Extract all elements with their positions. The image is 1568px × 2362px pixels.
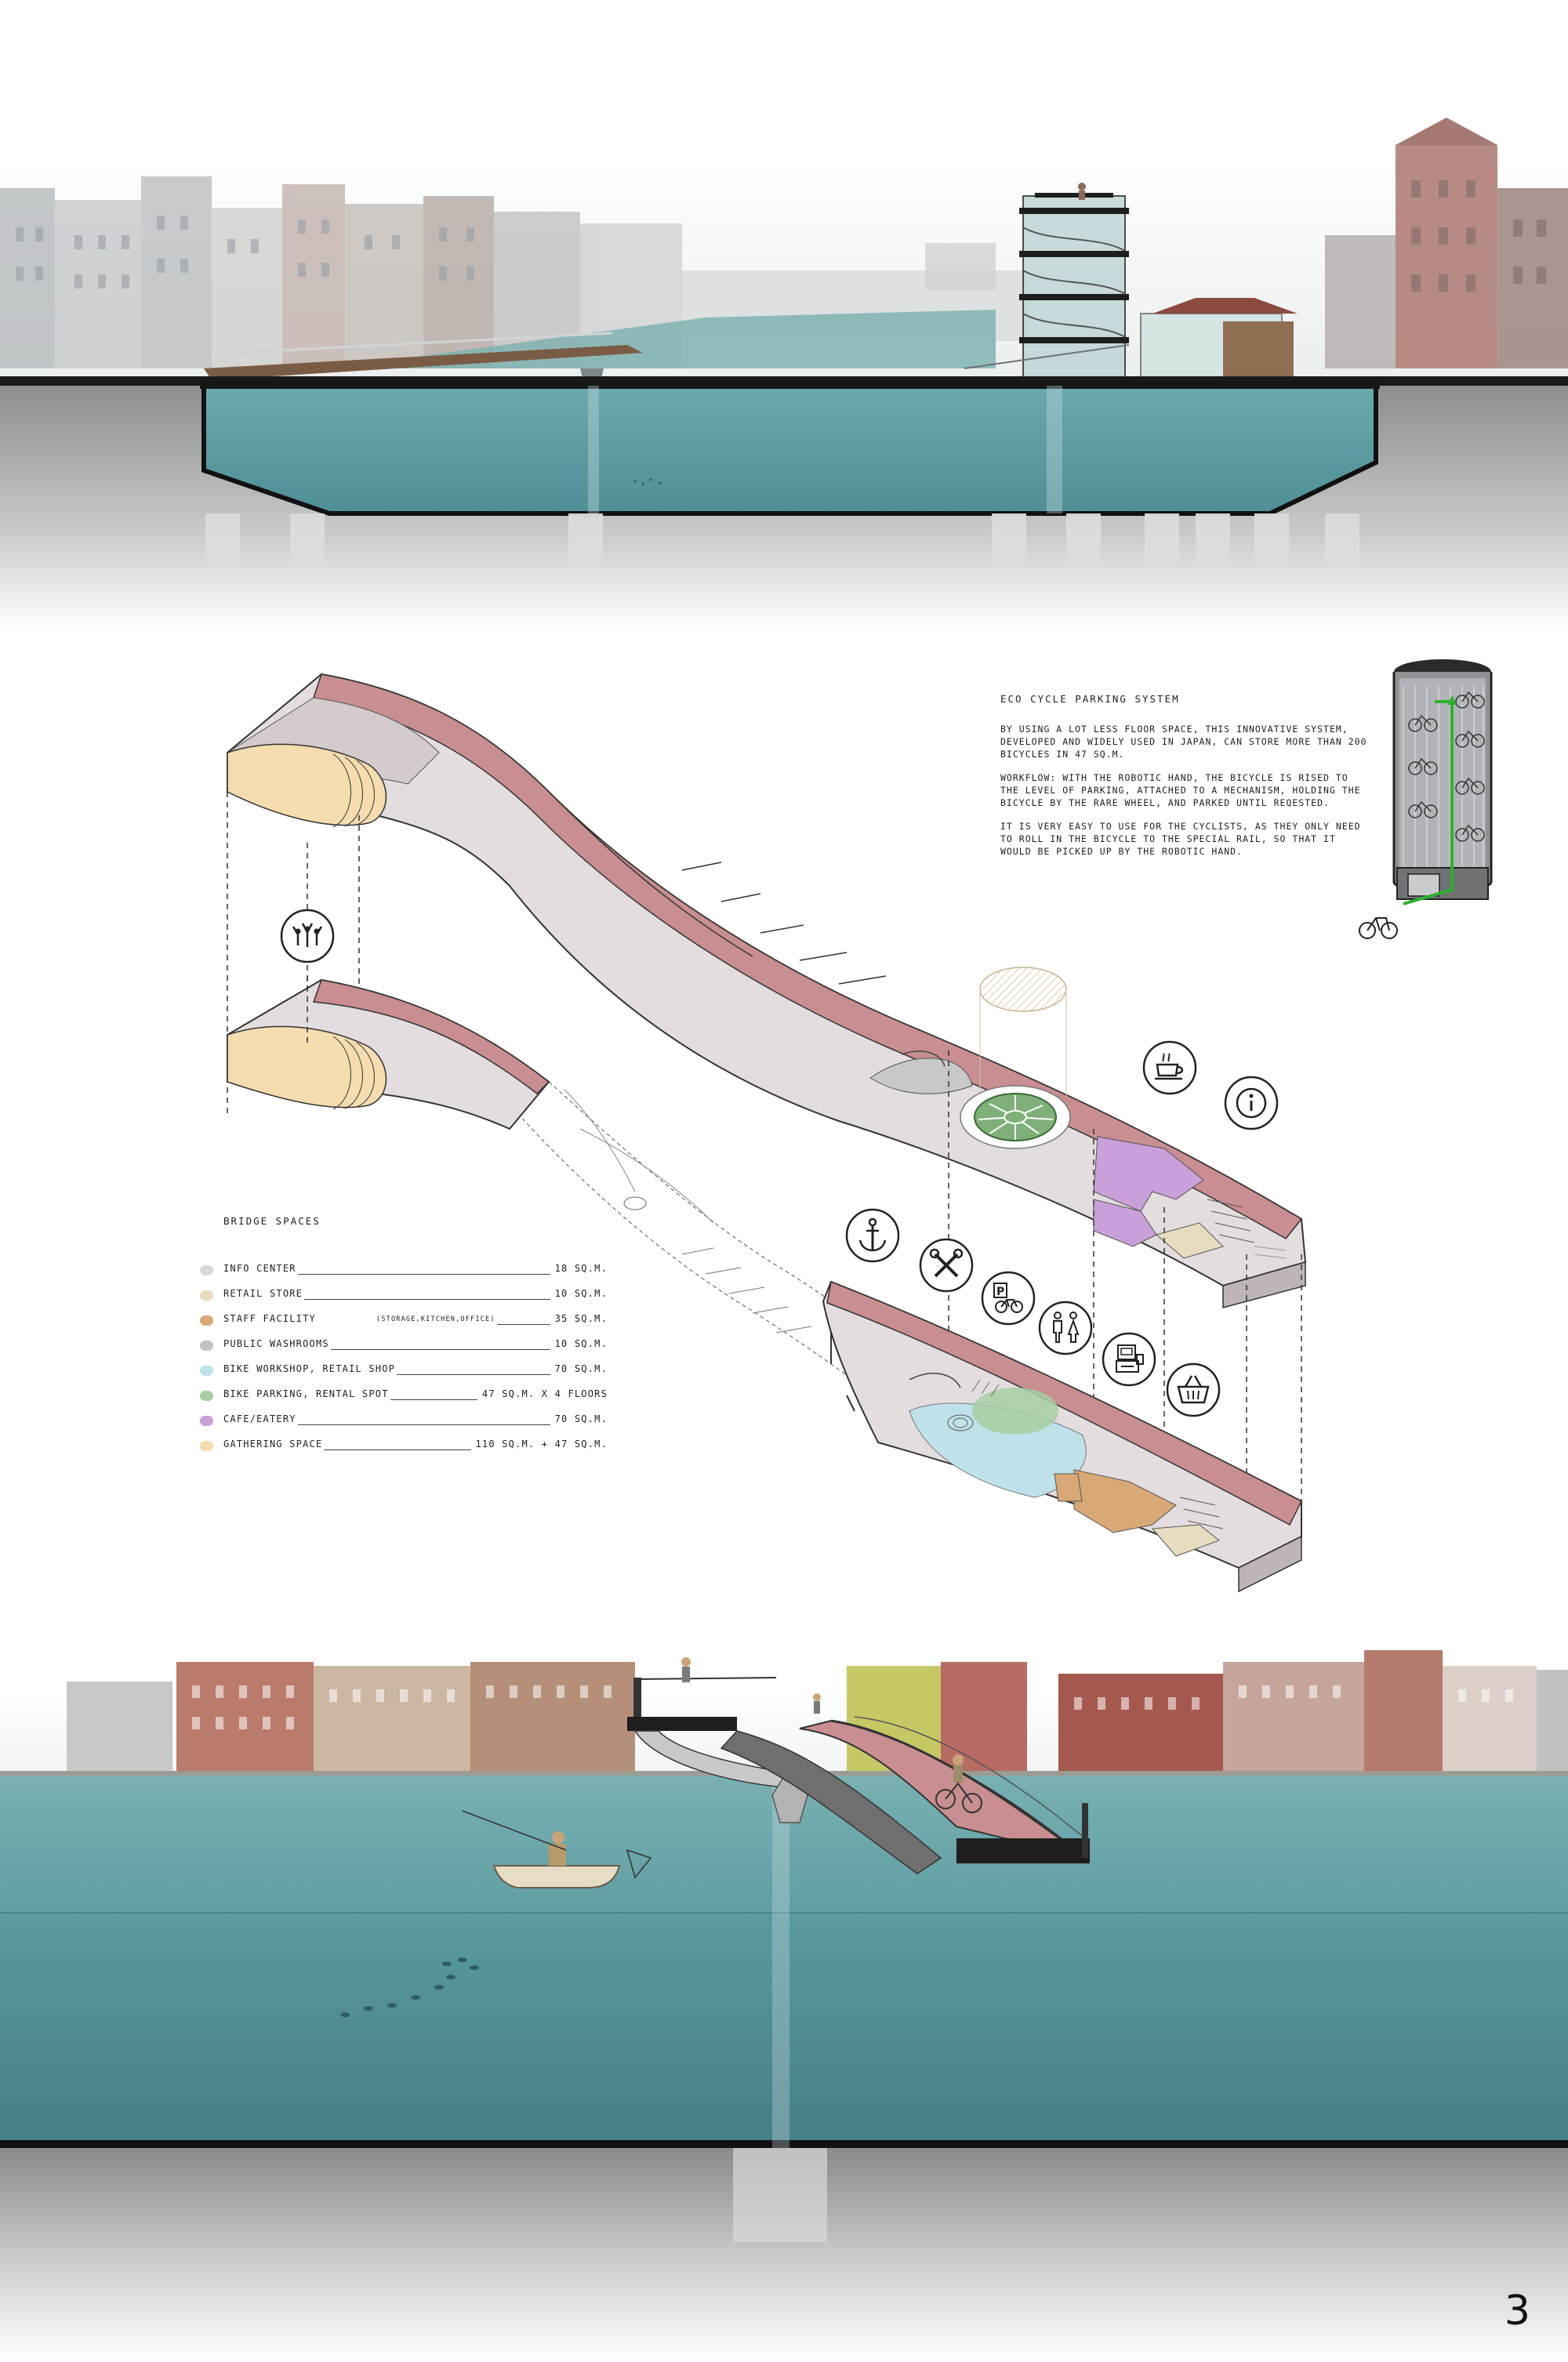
legend-item-area: 10 sq.m. <box>554 1288 608 1299</box>
legend-leader-line <box>331 1349 550 1350</box>
cyclist <box>935 1754 982 1813</box>
legend-item: Gathering space 110 sq.m. + 47 sq.m. <box>200 1439 608 1454</box>
eco-panel-paragraph-3: It is very easy to use for the cyclists,… <box>1000 821 1361 857</box>
legend-leader-line <box>497 1324 550 1325</box>
upper-level-deck <box>227 673 1307 1308</box>
legend-leader-line <box>390 1399 477 1400</box>
legend-swatch <box>200 1315 213 1326</box>
legend-item-area: 70 sq.m. <box>554 1363 608 1374</box>
info-icon <box>1224 1076 1279 1130</box>
legend-swatch <box>200 1441 213 1451</box>
people-gathering-icon <box>280 909 335 963</box>
legend-item-label: Info center <box>223 1263 296 1274</box>
legend-leader-line <box>324 1449 471 1450</box>
fishing-boat <box>462 1810 652 1889</box>
page-number: 3 <box>1504 2288 1530 2335</box>
legend-title: Bridge spaces <box>223 1215 321 1227</box>
legend-item-label: Gathering space <box>223 1439 323 1449</box>
legend-swatch <box>200 1265 213 1275</box>
legend-leader-line <box>304 1299 550 1300</box>
legend-item-label: Bike workshop, retail shop <box>223 1363 396 1374</box>
legend-leader-line <box>397 1374 550 1375</box>
legend-item-area: 110 sq.m. + 47 sq.m. <box>475 1439 608 1449</box>
atm-icon <box>1102 1332 1156 1387</box>
right-skyline <box>1325 118 1568 368</box>
eco-cycle-tower-illustration <box>1359 659 1493 939</box>
legend-item: Bike workshop, retail shop 70 sq.m. <box>200 1363 608 1379</box>
legend-item-area: 10 sq.m. <box>554 1338 608 1349</box>
legend-item-area: 70 sq.m. <box>554 1413 608 1424</box>
svg-text:P: P <box>996 1286 1004 1298</box>
legend-swatch <box>200 1290 213 1301</box>
restroom-icon <box>1038 1301 1093 1355</box>
legend-item: Retail store 10 sq.m. <box>200 1288 608 1304</box>
legend-item-label: Bike parking, Rental spot <box>223 1388 389 1399</box>
legend-item-label: Public washrooms <box>223 1338 329 1349</box>
eco-panel-paragraph-1: By using a lot less floor space, this in… <box>1000 724 1367 760</box>
legend-swatch <box>200 1341 213 1351</box>
eco-panel-paragraph-2: Workflow: With the robotic hand, the bic… <box>1000 772 1361 808</box>
bridge-elevation <box>627 1657 1091 1874</box>
legend-leader-line <box>298 1424 550 1425</box>
bike-parking-icon: P <box>981 1271 1036 1326</box>
eco-panel-title: Eco cycle parking system <box>1000 693 1180 705</box>
legend-item: Cafe/eatery 70 sq.m. <box>200 1413 608 1429</box>
legend-item-label: Cafe/eatery <box>223 1413 296 1424</box>
legend-item-area: 18 sq.m. <box>554 1263 608 1274</box>
legend-item-note: (storage,kitchen,office) <box>376 1315 495 1323</box>
legend-item-area: 47 sq.m. x 4 floors <box>481 1388 608 1399</box>
legend-item: Info center 18 sq.m. <box>200 1263 608 1279</box>
legend-item-label: Staff facility <box>223 1313 316 1324</box>
coffee-cup-icon <box>1142 1040 1197 1095</box>
legend-leader-line <box>298 1274 550 1275</box>
legend-swatch <box>200 1416 213 1426</box>
legend-swatch <box>200 1366 213 1376</box>
eco-cycle-info-panel: Eco cycle parking system By using a lot … <box>1000 693 1369 869</box>
shopping-basket-icon <box>1166 1362 1221 1417</box>
legend-item: Public washrooms 10 sq.m. <box>200 1338 608 1354</box>
legend-swatch <box>200 1391 213 1401</box>
legend-item-label: Retail store <box>223 1288 303 1299</box>
legend-item: Bike parking, Rental spot 47 sq.m. x 4 fl… <box>200 1388 608 1404</box>
legend-item: Staff facility (storage,kitchen,office) 35… <box>200 1313 608 1329</box>
legend-item-area: 35 sq.m. <box>554 1313 608 1324</box>
tools-icon <box>919 1238 974 1293</box>
anchor-icon <box>845 1208 900 1263</box>
